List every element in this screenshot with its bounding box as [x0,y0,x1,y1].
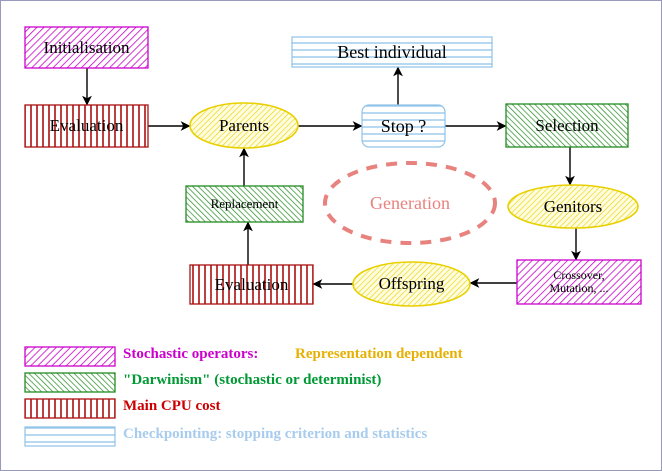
legend-swatch-checkpointing [24,426,116,447]
legend-swatch-darwinism [24,372,116,393]
legend-swatch-main-cpu-cost [24,398,116,419]
legend-swatches-group [24,346,116,447]
node-shape-genitors[interactable] [507,184,639,229]
node-shape-generation[interactable] [323,161,497,245]
legend-text-checkpointing: Checkpointing: stopping criterion and st… [123,426,428,442]
legend-swatch-stochastic-operators [24,346,116,367]
node-shape-replacement[interactable] [185,185,304,223]
node-shape-parents[interactable] [189,102,299,149]
node-shape-evaluation-bottom[interactable] [189,264,314,305]
legend-text-stochastic-operators: Stochastic operators: [123,346,259,362]
node-shape-best-individual[interactable] [291,36,493,68]
legend-text-main-cpu-cost: Main CPU cost [123,398,221,414]
legend-text-stochastic-operators-extra: Representation dependent [295,346,463,362]
edges-group [82,66,581,289]
node-shape-crossover[interactable] [516,259,642,305]
node-shape-evaluation-top[interactable] [24,104,149,148]
node-shape-stop[interactable] [361,104,446,148]
node-shape-selection[interactable] [505,103,629,148]
node-shape-offspring[interactable] [352,261,471,307]
node-shape-initialisation[interactable] [24,26,149,69]
nodes-group [24,26,642,307]
legend-text-darwinism: "Darwinism" (stochastic or determinist) [123,372,382,388]
